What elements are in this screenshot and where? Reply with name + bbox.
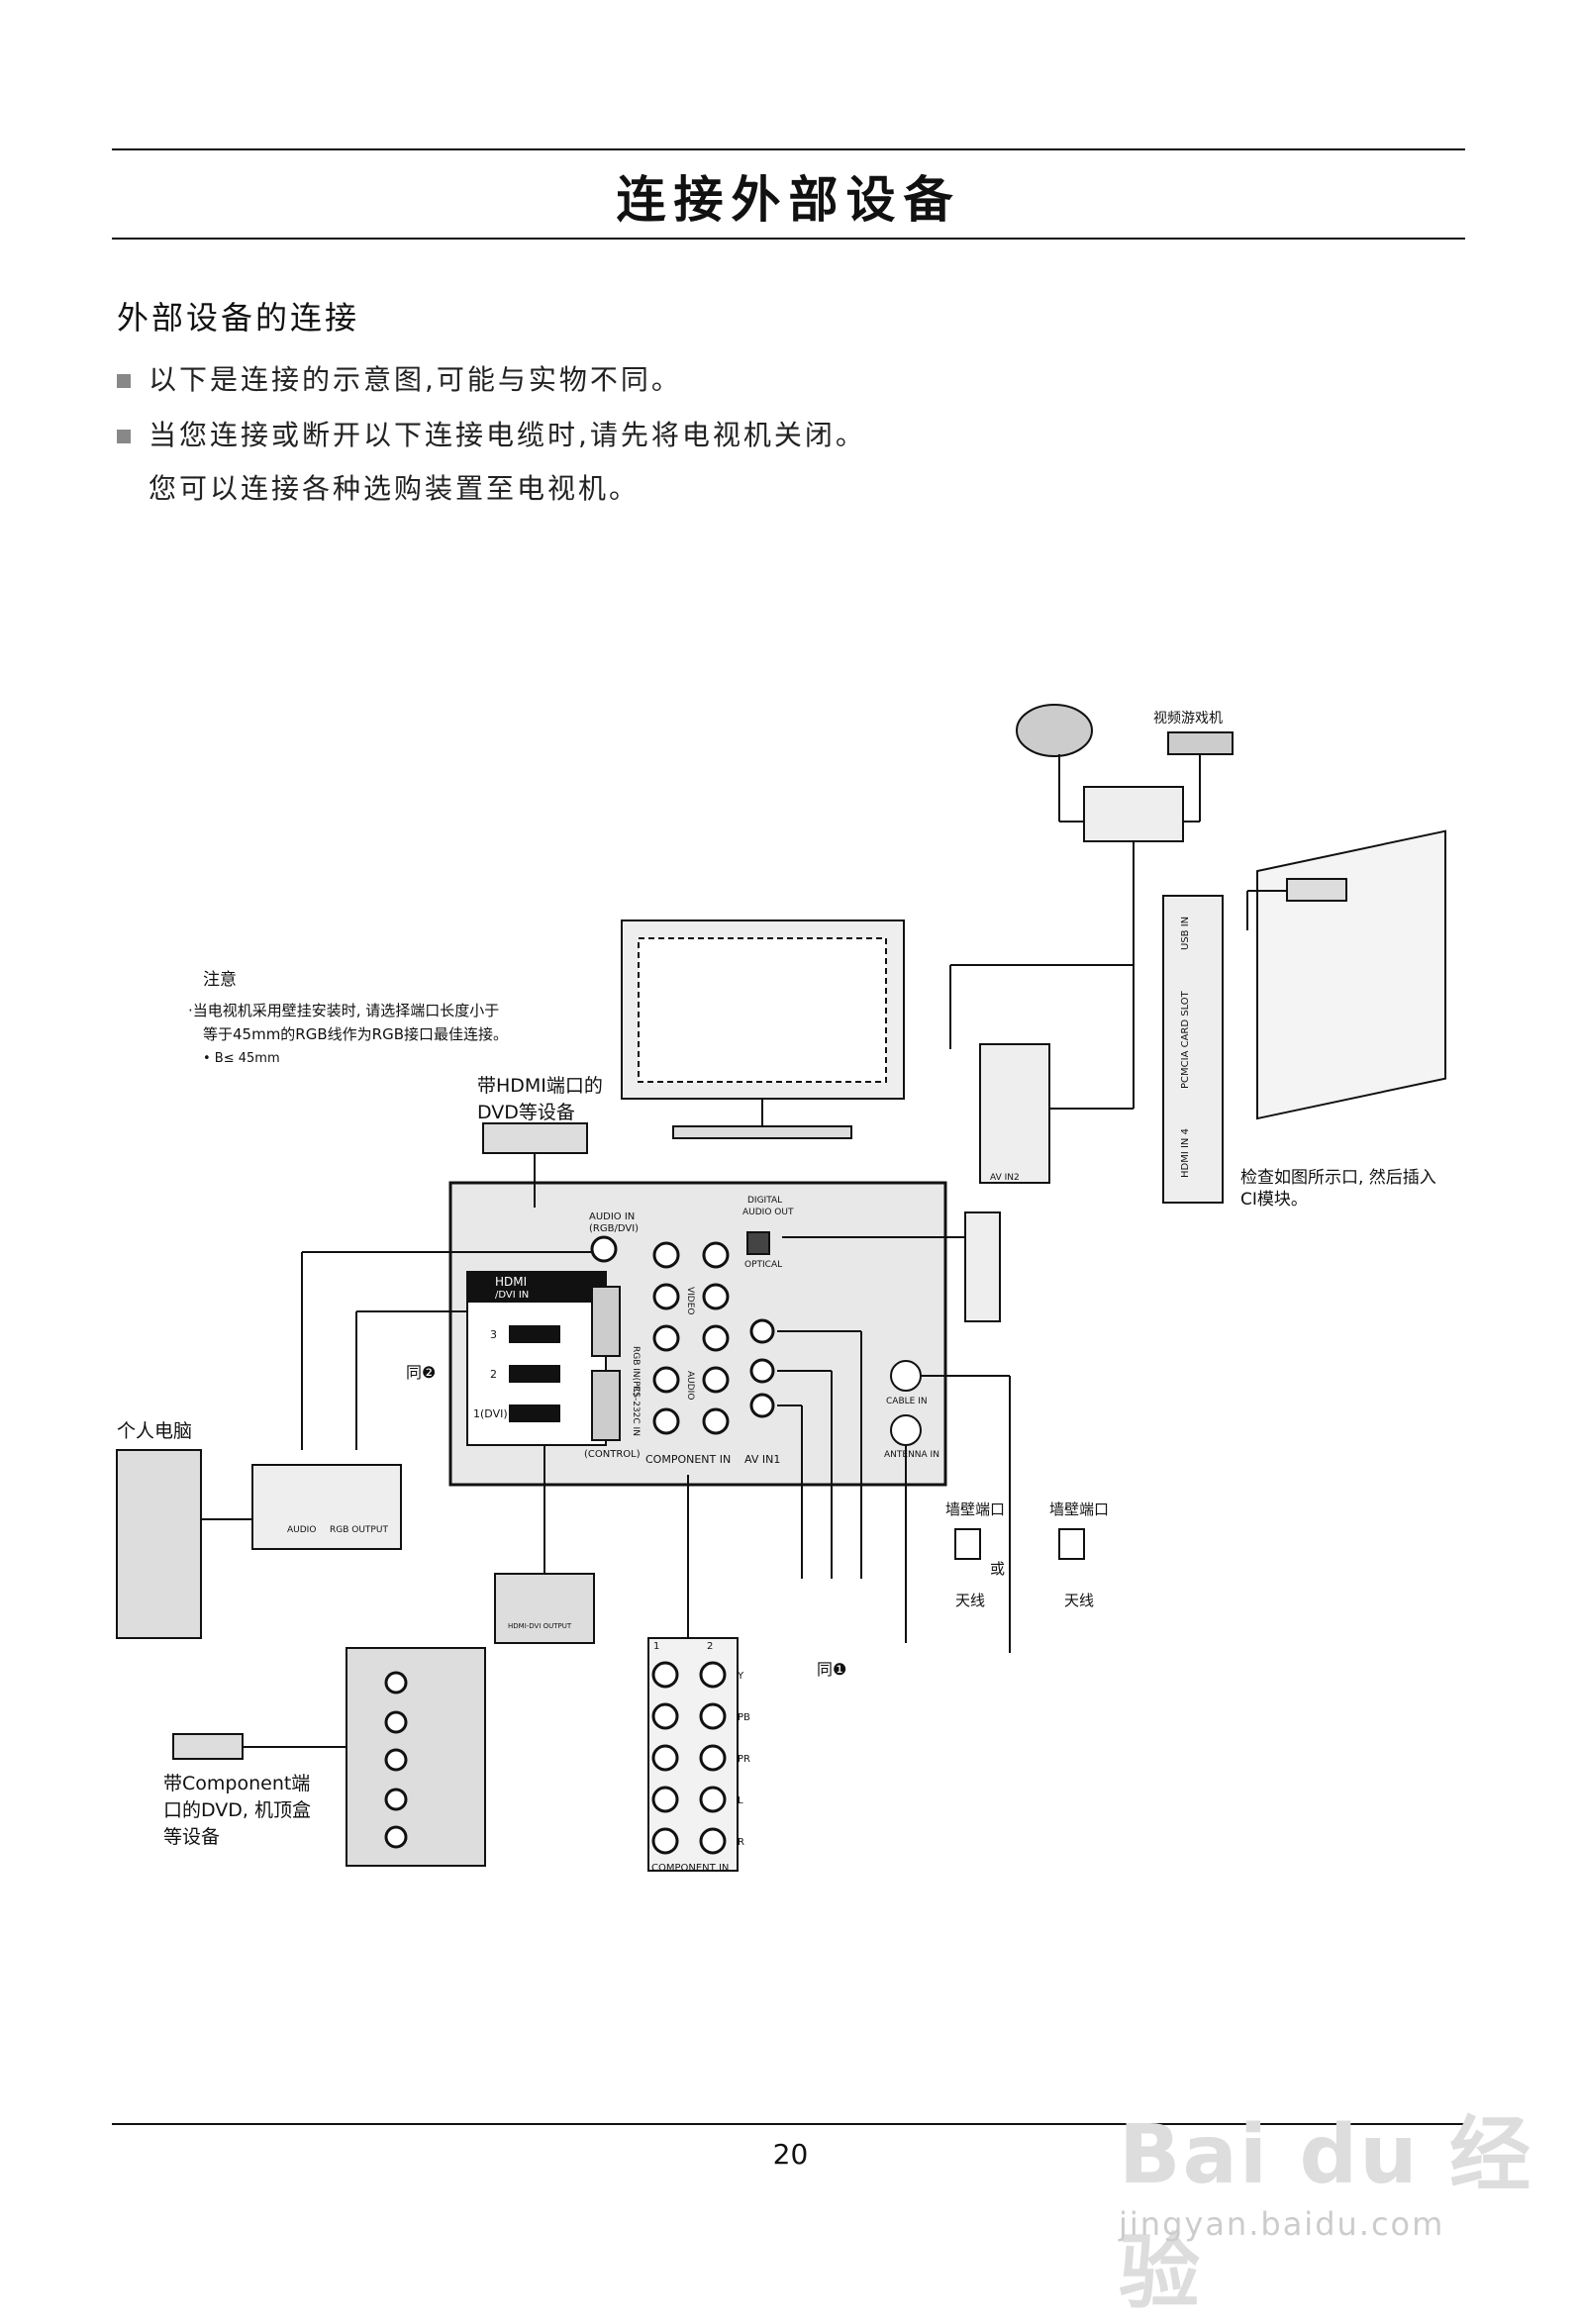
rgb-output-label: RGB OUTPUT (330, 1525, 388, 1535)
or-label: 或 (990, 1560, 1005, 1578)
audio-short-label: AUDIO (685, 1371, 695, 1400)
hdmi-dvd (482, 1122, 588, 1154)
cable-in-label: CABLE IN (886, 1397, 928, 1406)
title-rule (112, 238, 1465, 240)
usb-in-label: USB IN (1180, 917, 1191, 950)
wall-jack-2 (1058, 1528, 1085, 1560)
note-line-2: 等于45mm的RGB线作为RGB接口最佳连接。 (203, 1025, 508, 1043)
hdmi-dvd-label-2: DVD等设备 (477, 1102, 575, 1123)
same-2-label: 同❷ (406, 1363, 436, 1382)
av-in2-panel (979, 1043, 1050, 1184)
wall-jack-2-label: 墙壁端口 (1049, 1501, 1109, 1518)
comp-row-y: Y (737, 1671, 744, 1682)
wall-jack-1 (954, 1528, 981, 1560)
rs232-label: RS-232C IN (631, 1386, 641, 1436)
digital-audio-out-label-1: DIGITAL (747, 1196, 782, 1206)
component-device-label-2: 口的DVD, 机顶盒 (163, 1799, 311, 1821)
component-jacks (384, 1235, 775, 1855)
game-console (1167, 731, 1234, 755)
antenna-in-jack (890, 1414, 922, 1446)
comp-col-1: 1 (653, 1641, 659, 1652)
rgb-in-port (591, 1286, 621, 1357)
bullet-1-text: 以下是连接的示意图,可能与实物不同。 (148, 363, 682, 396)
comp-row-r: R (738, 1837, 744, 1848)
component-device-label-3: 等设备 (163, 1826, 220, 1848)
page-title: 连接外部设备 (616, 171, 961, 229)
section-title: 外部设备的连接 (117, 299, 360, 337)
pcmcia-label: PCMCIA CARD SLOT (1180, 990, 1191, 1089)
wall-jack-1-label: 墙壁端口 (945, 1501, 1005, 1518)
side-panel (1162, 895, 1224, 1204)
optical-device (964, 1211, 1001, 1322)
hdmi-dvd-label-1: 带HDMI端口的 (477, 1075, 603, 1097)
bullet-square-icon (117, 430, 131, 443)
optical-label: OPTICAL (744, 1260, 782, 1270)
audio-in-label-1: AUDIO IN (589, 1211, 635, 1222)
note-line-1: ·当电视机采用壁挂安装时, 请选择端口长度小于 (188, 1002, 499, 1019)
bullet-2-text: 当您连接或断开以下连接电缆时,请先将电视机关闭。 (148, 419, 866, 451)
comp-row-l: L (738, 1795, 743, 1806)
tv-stand (672, 1125, 852, 1139)
hdmi-dvi-in-label-1: HDMI (495, 1275, 527, 1289)
component-device-rear (346, 1647, 486, 1867)
audio-in-label-2: (RGB/DVI) (589, 1223, 639, 1234)
optical-port (746, 1231, 770, 1255)
hdmi-port-block (466, 1231, 770, 1446)
ci-card (1256, 829, 1446, 1120)
pc-audio-label: AUDIO (287, 1525, 316, 1535)
bullet-square-icon (117, 374, 131, 388)
usb-stick (1286, 878, 1347, 902)
component-in-label: COMPONENT IN (645, 1453, 731, 1466)
hdmi-in4-label: HDMI IN 4 (1180, 1128, 1191, 1178)
rgb-in-label: RGB IN(PC) (631, 1346, 641, 1396)
pc-label: 个人电脑 (117, 1420, 192, 1442)
watermark-url: jingyan.baidu.com (1119, 2205, 1445, 2243)
hdmi-dvi-in-label-2: /DVI IN (495, 1290, 529, 1301)
component-dvd (172, 1733, 244, 1760)
pc-tower (116, 1449, 202, 1639)
check-ci-label-1: 检查如图所示口, 然后插入 (1240, 1168, 1436, 1188)
camcorder (1016, 704, 1093, 757)
watermark-logo: Bai du 经验 (1119, 2108, 1533, 2320)
note-line-3: • B≤ 45mm (203, 1051, 280, 1066)
bullet-continuation: 您可以连接各种选购装置至电视机。 (148, 472, 641, 505)
page-number: 20 (772, 2138, 809, 2171)
cable-in-jack (890, 1360, 922, 1392)
check-ci-label-2: CI模块。 (1240, 1190, 1308, 1210)
top-rule (112, 148, 1465, 150)
antenna-in-label: ANTENNA IN (884, 1450, 939, 1460)
av-in2-label: AV IN2 (990, 1173, 1020, 1183)
hdmi-port-1: 1(DVI) (473, 1407, 508, 1420)
comp-row-pb: PB (738, 1712, 750, 1723)
same-1-label: 同❶ (817, 1660, 846, 1679)
video-label: VIDEO (685, 1287, 695, 1315)
bullet-1: 以下是连接的示意图,可能与实物不同。 (117, 358, 682, 398)
component-device-label-1: 带Component端 (163, 1773, 310, 1794)
antenna-1-label: 天线 (955, 1592, 985, 1609)
antenna-2-label: 天线 (1064, 1592, 1094, 1609)
hdmi-dvi-output-box (494, 1573, 595, 1644)
control-label: (CONTROL) (584, 1449, 641, 1460)
rs232-port (591, 1370, 621, 1441)
component-in-label-2: COMPONENT IN (651, 1863, 729, 1874)
hdmi-dvi-output-label: HDMI-DVI OUTPUT (508, 1622, 572, 1630)
av-jack-box (1083, 786, 1184, 842)
pc-rear-panel (251, 1464, 402, 1550)
hdmi-port-2: 2 (490, 1368, 497, 1381)
comp-row-pr: PR (738, 1754, 750, 1765)
hdmi-port-3: 3 (490, 1328, 497, 1341)
bottom-rule (112, 2123, 1465, 2125)
bullet-2: 当您连接或断开以下连接电缆时,请先将电视机关闭。 (117, 414, 866, 453)
digital-audio-out-label-2: AUDIO OUT (742, 1208, 794, 1217)
game-console-label: 视频游戏机 (1153, 711, 1223, 726)
av-in1-label: AV IN1 (744, 1453, 780, 1466)
comp-col-2: 2 (707, 1641, 713, 1652)
note-title: 注意 (203, 970, 237, 990)
